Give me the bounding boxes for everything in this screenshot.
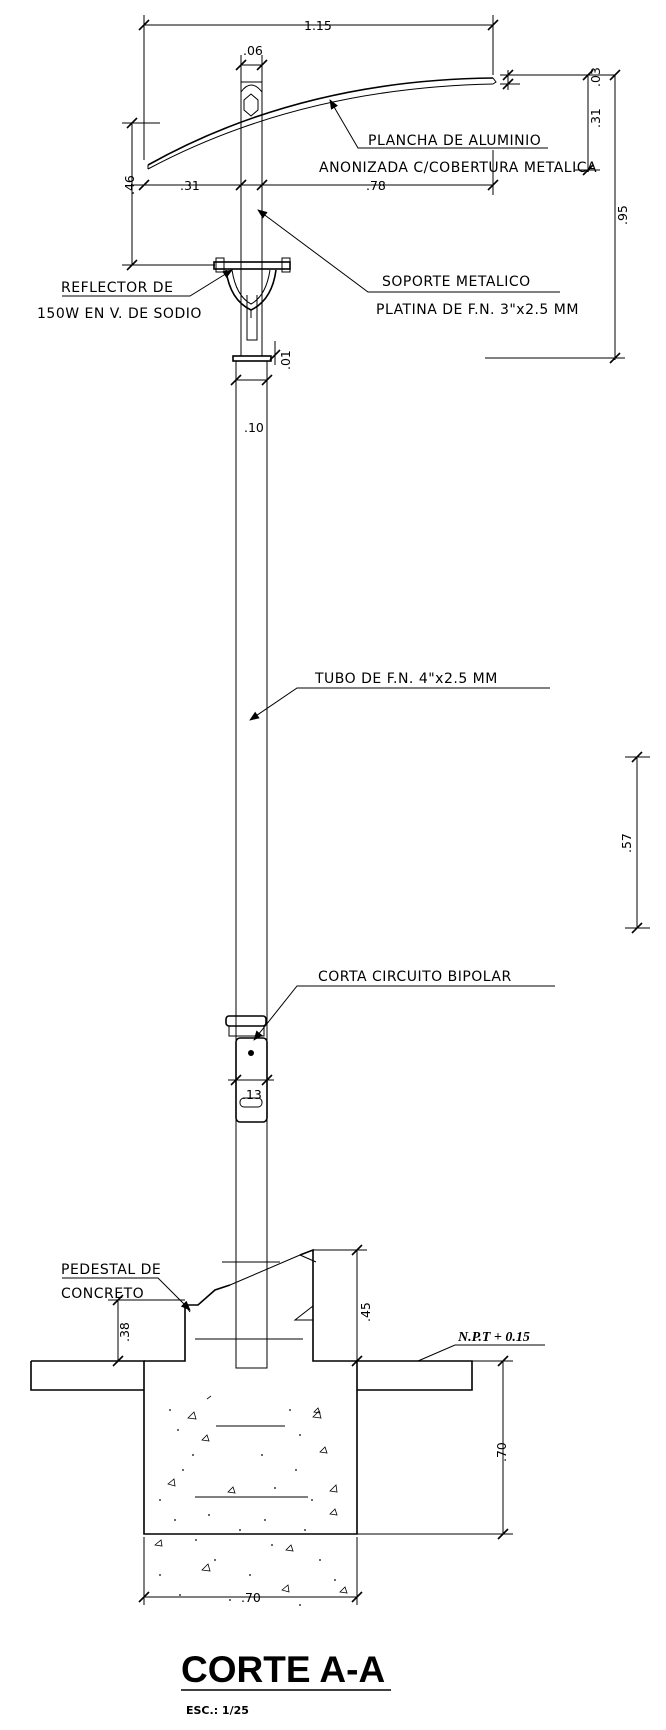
label-corta-circuito: CORTA CIRCUITO BIPOLAR [318,969,512,985]
dim-01: .01 [278,350,293,370]
dim-38: .38 [117,1322,132,1342]
concrete-foundation [30,1248,473,1606]
dim-13: .13 [242,1087,262,1102]
dim-1-15: 1.15 [304,18,332,33]
label-tubo: TUBO DE F.N. 4"x2.5 MM [314,671,498,687]
label-pedestal-line1: PEDESTAL DE [61,1262,161,1278]
dim-06: .06 [243,43,263,58]
dim-03: .03 [588,67,603,87]
dim-70-vertical: .70 [494,1442,509,1462]
coupling-plate [232,355,272,362]
concrete-aggregate-hatch [154,1395,348,1594]
label-soporte-line1: SOPORTE METALICO [382,274,531,290]
dim-46: .46 [122,175,137,195]
dim-31-vertical: .31 [588,108,603,128]
leader-lines [62,99,560,1362]
dim-78: .78 [366,178,386,193]
dimension-lines [108,15,650,1605]
drawing-title: CORTE A-A [181,1649,385,1690]
dim-70-horizontal: .70 [241,1590,261,1605]
dim-31-horizontal: .31 [180,178,200,193]
dim-95: .95 [615,205,630,225]
drawing-scale: ESC.: 1/25 [186,1704,249,1717]
dim-10: .10 [244,420,264,435]
label-reflector-line2: 150W EN V. DE SODIO [37,306,202,322]
label-npt: N.P.T + 0.15 [457,1330,530,1345]
main-tube [235,360,268,1369]
label-reflector-line1: REFLECTOR DE [61,280,173,296]
label-pedestal-line2: CONCRETO [61,1286,144,1302]
label-plancha-line1: PLANCHA DE ALUMINIO [368,133,541,149]
dim-45: .45 [358,1302,373,1322]
label-plancha-line2: ANONIZADA C/COBERTURA METALICA [319,160,597,176]
concrete-dots [159,1409,336,1606]
dim-57: .57 [619,833,634,853]
sodium-reflector [213,257,291,318]
label-soporte-line2: PLATINA DE F.N. 3"x2.5 MM [376,302,579,318]
aluminum-canopy [147,77,497,170]
